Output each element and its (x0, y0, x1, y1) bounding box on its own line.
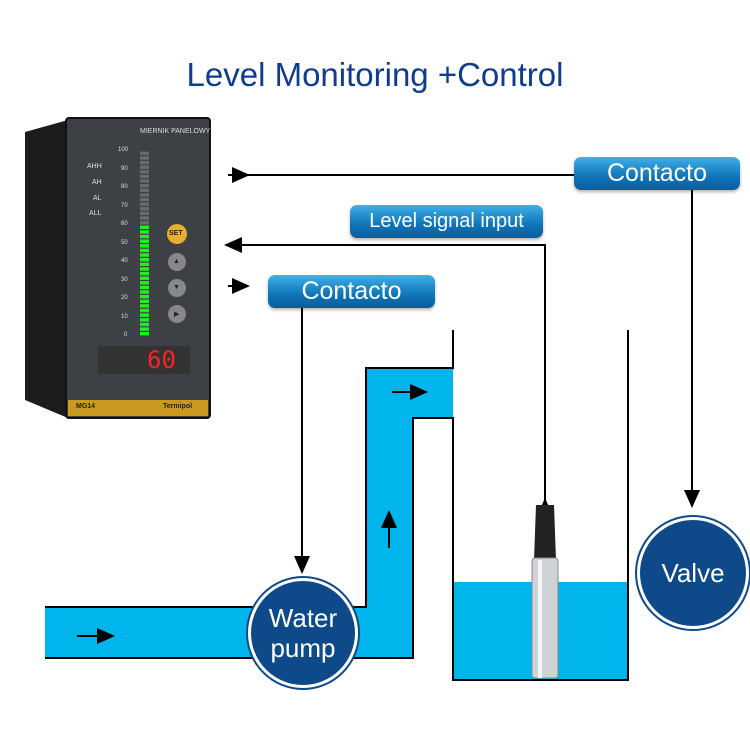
digital-display: 60 (147, 346, 176, 374)
bar-segment (140, 285, 149, 290)
bar-segment (140, 327, 149, 331)
scale-tick: 70 (121, 202, 128, 209)
scale-tick: 10 (121, 313, 128, 320)
level-signal-label: Level signal input (350, 205, 543, 238)
bar-segment (140, 276, 149, 280)
bar-segment (140, 170, 149, 174)
bar-segment (140, 308, 149, 313)
bar-segment (140, 174, 149, 179)
bar-segment (140, 193, 149, 197)
bar-segment (140, 281, 149, 285)
bar-segment (140, 244, 149, 248)
level-sensor (531, 505, 559, 679)
valve: Valve (637, 517, 749, 629)
bar-segment (140, 239, 149, 243)
bar-segment (140, 183, 149, 188)
scale-tick: 90 (121, 165, 128, 172)
bar-segment (140, 160, 149, 165)
alarm-ahh: AHH (87, 163, 102, 170)
title: Level Monitoring +Control (186, 56, 564, 93)
maker-logo: Termipol (163, 403, 193, 410)
bar-segment (140, 253, 149, 257)
meter-header: MIERNIK PANELOWY (140, 128, 211, 135)
alarm-all: ALL (89, 210, 102, 217)
bar-segment (140, 216, 149, 220)
up-button[interactable]: ▲ (173, 258, 180, 265)
bar-segment (140, 299, 149, 304)
bar-segment (140, 156, 149, 160)
bar-segment (140, 304, 149, 308)
scale-tick: 40 (121, 258, 128, 264)
bar-segment (140, 271, 149, 276)
scale-tick: 20 (121, 295, 128, 301)
bar-segment (140, 294, 149, 299)
contact-top-label: Contacto (574, 157, 740, 190)
bar-segment (140, 290, 149, 294)
bar-segment (140, 202, 149, 206)
bar-segment (140, 151, 149, 156)
bar-segment (140, 262, 149, 267)
bar-segment (140, 179, 149, 183)
bar-segment (140, 248, 149, 253)
set-button[interactable]: SET (169, 230, 183, 237)
alarm-ah: AH (92, 179, 102, 186)
bar-segment (140, 331, 149, 336)
bar-segment (140, 318, 149, 322)
bar-segment (140, 207, 149, 211)
bar-segment (140, 188, 149, 193)
water-pump: Water pump (248, 578, 358, 688)
bar-segment (140, 165, 149, 169)
model-label: MG14 (76, 403, 96, 410)
bar-segment (140, 230, 149, 234)
scale-tick: 80 (121, 184, 128, 190)
down-button[interactable]: ▼ (173, 284, 180, 291)
bar-segment (140, 322, 149, 327)
panel-meter (25, 117, 211, 419)
right-button[interactable]: ▶ (174, 311, 180, 318)
bar-segment (140, 225, 149, 230)
contact-mid-label: Contacto (268, 275, 435, 308)
alarm-al: AL (93, 195, 102, 202)
scale-tick: 50 (121, 239, 128, 246)
bar-segment (140, 234, 149, 239)
scale-tick: 30 (121, 276, 128, 283)
bar-segment (140, 313, 149, 317)
scale-tick: 60 (121, 221, 128, 227)
scale-tick: 100 (118, 147, 129, 153)
bar-segment (140, 267, 149, 271)
bar-graph (140, 151, 149, 336)
bar-segment (140, 220, 149, 225)
bar-segment (140, 211, 149, 216)
bar-segment (140, 197, 149, 202)
scale-tick: 0 (124, 332, 128, 338)
bar-segment (140, 257, 149, 262)
